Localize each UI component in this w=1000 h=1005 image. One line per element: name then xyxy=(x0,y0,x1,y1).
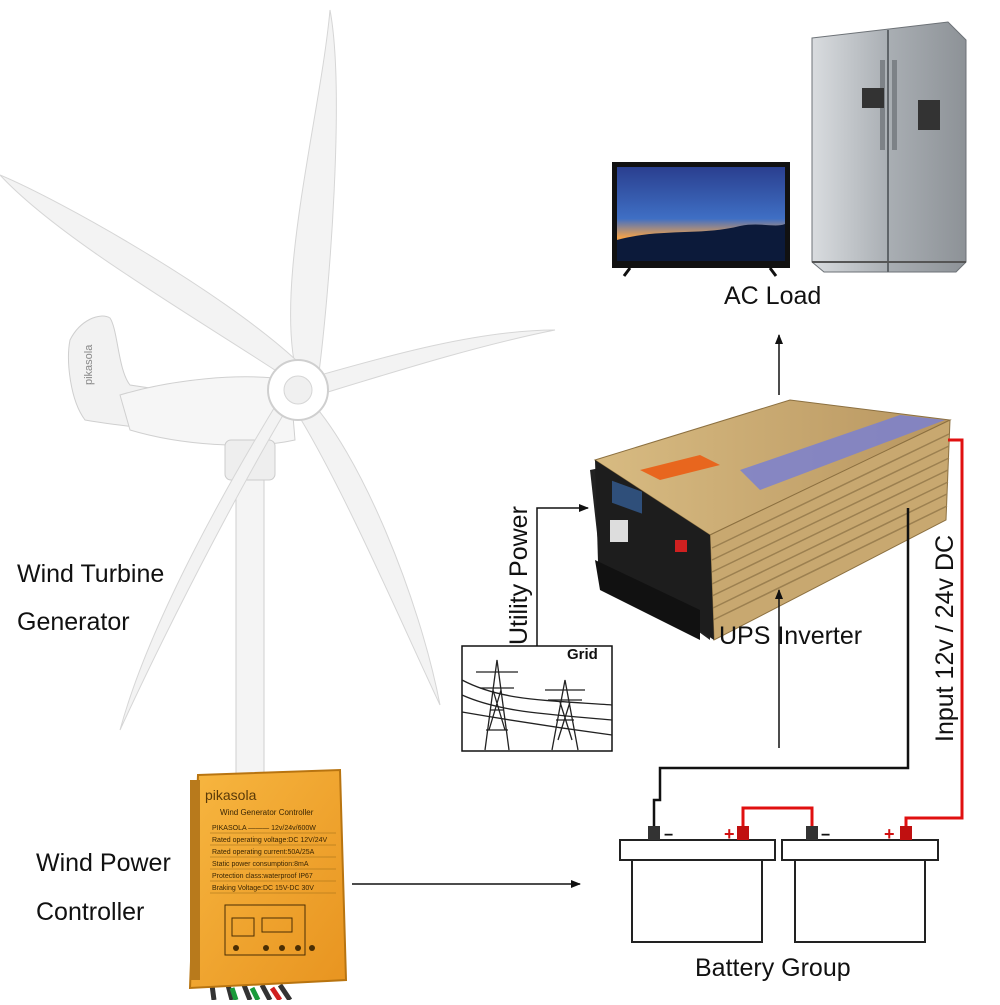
wind-controller-label-line2: Controller xyxy=(36,898,145,926)
battery-left-minus: − xyxy=(664,827,673,844)
controller-spec-line: Rated operating voltage:DC 12V/24V xyxy=(212,837,328,844)
controller-spec-list: PIKASOLA ——— 12v/24v/600W Rated operating… xyxy=(210,825,336,894)
battery-left xyxy=(619,826,776,943)
ups-inverter xyxy=(590,399,952,641)
turbine-blade xyxy=(119,394,293,731)
turbine-brand-logo: pikasola xyxy=(83,344,95,385)
wind-turbine: pikasola xyxy=(0,9,556,791)
battery-right-minus: − xyxy=(821,827,830,844)
tv-icon xyxy=(612,162,790,277)
battery-left-plus: + xyxy=(724,824,735,844)
battery-right xyxy=(781,826,939,943)
ac-load-label: AC Load xyxy=(724,282,822,310)
controller-spec-line: Rated operating current:50A/25A xyxy=(212,849,315,856)
turbine-blade xyxy=(309,329,556,396)
flow-arrows xyxy=(352,334,783,888)
turbine-blade xyxy=(0,174,297,381)
utility-grid-box xyxy=(461,645,613,752)
ups-inverter-label: UPS Inverter xyxy=(719,622,863,650)
wind-turbine-label-line1: Wind Turbine xyxy=(17,560,165,588)
battery-group-label: Battery Group xyxy=(695,954,851,982)
controller-brand-logo: pikasola xyxy=(205,787,257,803)
battery-right-plus: + xyxy=(884,824,895,844)
wind-power-controller: pikasola Wind Generator Controller PIKAS… xyxy=(188,768,348,1002)
wind-turbine-label-line2: Generator xyxy=(17,608,130,636)
controller-title: Wind Generator Controller xyxy=(220,808,314,817)
controller-spec-line: Static power consumption:8mA xyxy=(212,861,309,868)
controller-spec-line: Protection class:waterproof IP67 xyxy=(212,873,313,880)
battery-group: − + − + xyxy=(619,824,939,943)
controller-spec-line: PIKASOLA ——— 12v/24v/600W xyxy=(212,825,316,832)
input-dc-label: Input 12v / 24v DC xyxy=(931,534,959,742)
turbine-blade xyxy=(291,394,441,706)
negative-wires xyxy=(652,508,910,826)
battery-link-wire xyxy=(741,806,814,826)
refrigerator-icon xyxy=(811,21,967,273)
arrow-grid-to-inverter xyxy=(536,504,589,646)
turbine-blade xyxy=(290,9,337,386)
inverter-positive-wire xyxy=(904,438,964,826)
controller-spec-line: Braking Voltage:DC 15V-DC 30V xyxy=(212,885,314,892)
utility-power-label: Utility Power xyxy=(505,506,533,645)
turbine-tower xyxy=(235,469,265,791)
inverter-negative-wire xyxy=(652,508,910,826)
grid-label: Grid xyxy=(567,646,598,663)
positive-wires xyxy=(741,438,964,826)
wind-controller-label-line1: Wind Power xyxy=(36,849,171,877)
